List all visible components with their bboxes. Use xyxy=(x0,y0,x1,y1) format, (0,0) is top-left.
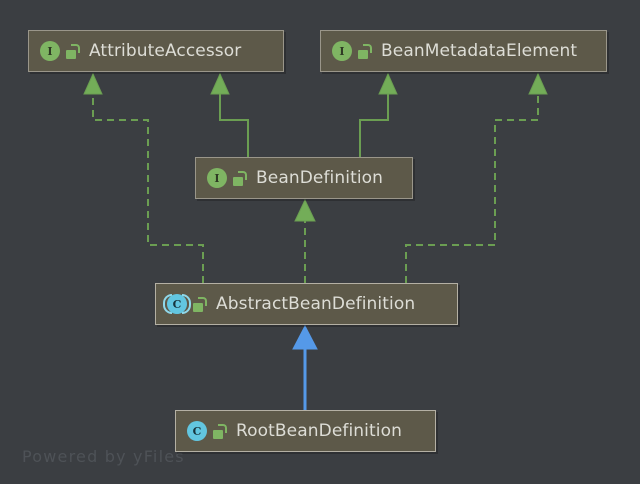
lock-icon xyxy=(66,43,80,59)
lock-icon xyxy=(358,43,372,59)
node-label: BeanDefinition xyxy=(256,168,384,188)
node-label: RootBeanDefinition xyxy=(236,421,402,441)
node-bean-metadata-element[interactable]: I BeanMetadataElement xyxy=(320,30,607,72)
node-label: AttributeAccessor xyxy=(89,41,242,61)
edge-abd-implements-bme xyxy=(405,72,548,283)
node-bean-definition[interactable]: I BeanDefinition xyxy=(195,157,413,199)
interface-icon: I xyxy=(331,40,353,62)
lock-icon xyxy=(193,296,207,312)
edge-abd-implements-bd xyxy=(294,198,316,283)
edge-rbd-extends-abd xyxy=(292,324,318,410)
edge-bd-extends-bme xyxy=(359,72,398,157)
edge-bd-extends-aa xyxy=(210,72,249,157)
class-icon: C xyxy=(186,420,208,442)
node-abstract-bean-definition[interactable]: C AbstractBeanDefinition xyxy=(155,283,458,325)
edge-abd-implements-aa xyxy=(83,72,204,283)
node-attribute-accessor[interactable]: I AttributeAccessor xyxy=(28,30,284,72)
interface-icon: I xyxy=(206,167,228,189)
node-label: BeanMetadataElement xyxy=(381,41,578,61)
abstract-class-icon: C xyxy=(163,293,191,315)
interface-icon: I xyxy=(39,40,61,62)
node-root-bean-definition[interactable]: C RootBeanDefinition xyxy=(175,410,436,452)
lock-icon xyxy=(213,423,227,439)
lock-icon xyxy=(233,170,247,186)
yfiles-watermark: Powered by yFiles xyxy=(22,447,185,466)
node-label: AbstractBeanDefinition xyxy=(216,294,416,314)
